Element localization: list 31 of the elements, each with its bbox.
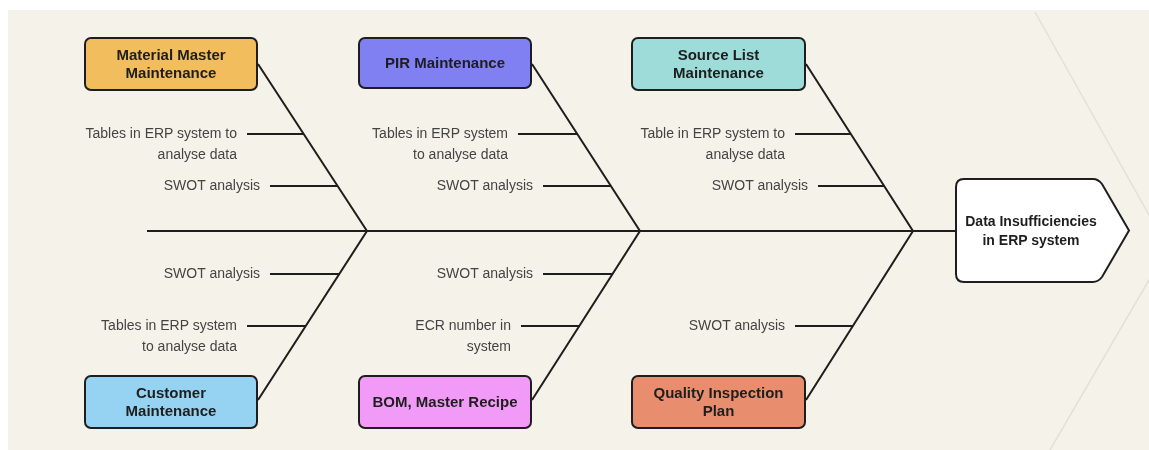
cause-line	[794, 325, 854, 327]
category-box: Customer Maintenance	[84, 375, 258, 429]
category-box: BOM, Master Recipe	[358, 375, 532, 429]
category-box: Material Master Maintenance	[84, 37, 258, 91]
cause-line	[817, 185, 886, 187]
cause-label: Tables in ERP system to analyse data	[69, 123, 247, 165]
cause-line	[794, 133, 852, 135]
cause-line	[246, 325, 307, 327]
bone-line	[805, 230, 956, 401]
cause-label: Table in ERP system to analyse data	[633, 123, 795, 165]
cause-line	[520, 325, 581, 327]
cause-line	[269, 273, 341, 275]
category-box: Quality Inspection Plan	[631, 375, 806, 429]
cause-label: Tables in ERP system to analyse data	[97, 315, 247, 357]
cause-label: SWOT analysis	[140, 263, 270, 284]
cause-label: ECR number in system	[406, 315, 521, 357]
category-box: PIR Maintenance	[358, 37, 532, 89]
cause-line	[246, 133, 305, 135]
cause-label: SWOT analysis	[413, 175, 543, 196]
problem-head-shape	[955, 178, 1131, 283]
cause-label: SWOT analysis	[413, 263, 543, 284]
cause-label: SWOT analysis	[665, 315, 795, 336]
cause-line	[269, 185, 339, 187]
cause-label: Tables in ERP system to analyse data	[368, 123, 518, 165]
problem-text: Data Insufficiencies in ERP system	[964, 211, 1098, 250]
cause-line	[542, 185, 612, 187]
category-box: Source List Maintenance	[631, 37, 806, 91]
cause-label: SWOT analysis	[140, 175, 270, 196]
cause-line	[542, 273, 614, 275]
cause-line	[517, 133, 579, 135]
cause-label: SWOT analysis	[688, 175, 818, 196]
